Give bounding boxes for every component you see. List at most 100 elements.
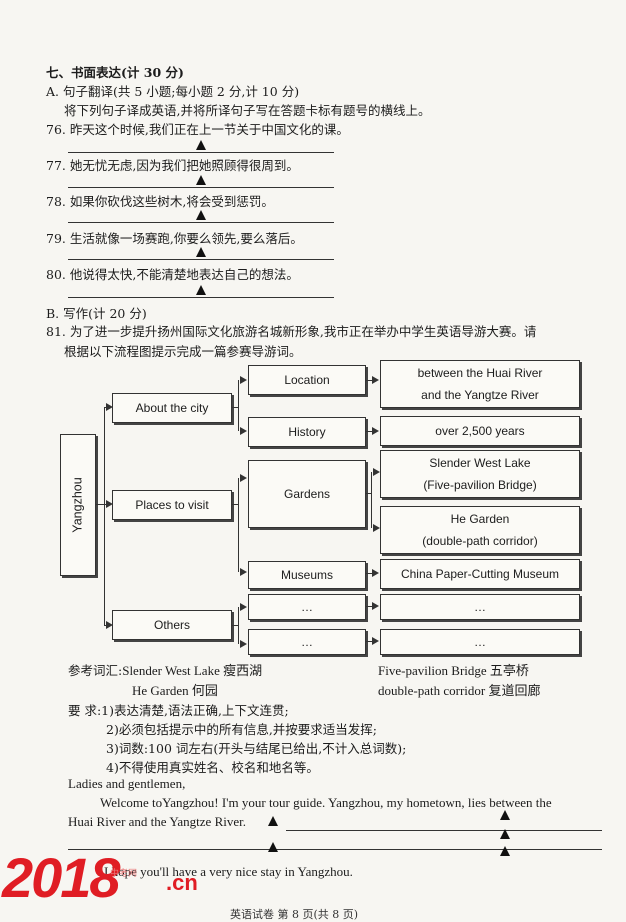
connector [366, 380, 374, 382]
question-text: 如果你砍伐这些树木,将会受到惩罚。 [69, 194, 274, 209]
connector [366, 641, 374, 643]
requirement-3: 3)词数:100 词左右(开头与结尾已给出,不计入总词数); [106, 741, 407, 756]
flow-history: History [248, 417, 366, 447]
answer-line-79[interactable] [68, 259, 334, 260]
essay-line-2: Huai River and the Yangtze River. [68, 814, 246, 829]
flow-others: Others [112, 610, 232, 640]
connector [366, 573, 374, 575]
vocab-label: 参考词汇: [68, 663, 123, 678]
question-text: 为了进一步提升扬州国际文化旅游名城新形象,我市正在举办中学生英语导游大赛。请 [69, 324, 537, 339]
page-footer: 英语试卷 第 8 页(共 8 页) [230, 908, 359, 921]
question-text: 她无忧无虑,因为我们把她照顾得很周到。 [69, 158, 299, 173]
arrow-icon [372, 427, 379, 435]
flow-root: Yangzhou [60, 434, 96, 576]
flow-museums: Museums [248, 561, 366, 589]
essay-line-1: Welcome toYangzhou! I'm your tour guide.… [100, 795, 552, 810]
site-logo-suffix: .cn [166, 870, 198, 895]
flow-gardens: Gardens [248, 460, 366, 528]
question-80: 80. 他说得太快,不能清楚地表达自己的想法。 [46, 264, 299, 283]
answer-marker-icon [196, 175, 206, 185]
part-a-title: A. 句子翻译(共 5 小题;每小题 2 分,计 10 分) [46, 84, 300, 99]
question-81-line2: 根据以下流程图提示完成一篇参赛导游词。 [64, 344, 302, 359]
essay-answer-line[interactable] [286, 830, 602, 831]
question-number: 77. [46, 158, 66, 173]
part-b-title: B. 写作(计 20 分) [46, 306, 147, 321]
connector [366, 431, 374, 433]
question-number: 81. [46, 324, 66, 339]
connector [238, 607, 240, 644]
question-81-line1: 81. 为了进一步提升扬州国际文化旅游名城新形象,我市正在举办中学生英语导游大赛… [46, 321, 536, 340]
answer-marker-icon [268, 842, 278, 852]
arrow-icon [106, 403, 113, 411]
arrow-icon [373, 524, 380, 532]
connector [366, 606, 374, 608]
answer-line-77[interactable] [68, 187, 334, 188]
flow-places-to-visit: Places to visit [112, 490, 232, 520]
connector [371, 472, 373, 528]
flow-garden-2: He Garden (double-path corridor) [380, 506, 580, 554]
vocab-item: Slender West Lake 瘦西湖 [122, 663, 263, 678]
connector [238, 380, 240, 431]
question-78: 78. 如果你砍伐这些树木,将会受到惩罚。 [46, 191, 274, 210]
answer-marker-icon [500, 829, 510, 839]
flow-others-blank-3: … [380, 594, 580, 620]
connector [366, 493, 372, 495]
flow-location-detail: between the Huai River and the Yangtze R… [380, 360, 580, 408]
answer-line-78[interactable] [68, 222, 334, 223]
connector [238, 478, 240, 572]
vocab-item: He Garden 何园 [132, 683, 218, 698]
flow-location-detail-line2: and the Yangtze River [421, 388, 539, 402]
vocab-line-1: 参考词汇:Slender West Lake 瘦西湖 [68, 660, 262, 679]
arrow-icon [106, 621, 113, 629]
vocab-item: double-path corridor 复道回廊 [378, 683, 541, 698]
question-text: 昨天这个时候,我们正在上一节关于中国文化的课。 [69, 122, 349, 137]
arrow-icon [240, 376, 247, 384]
arrow-icon [240, 427, 247, 435]
arrow-icon [372, 602, 379, 610]
answer-marker-icon [196, 210, 206, 220]
vocab-item: Five-pavilion Bridge 五亭桥 [378, 663, 529, 678]
flow-history-detail: over 2,500 years [380, 416, 580, 446]
connector [231, 625, 239, 627]
flow-garden-1: Slender West Lake (Five-pavilion Bridge) [380, 450, 580, 498]
requirement-1: 要 求:1)表达清楚,语法正确,上下文连贯; [68, 703, 289, 718]
flow-garden-2-name: He Garden [450, 512, 510, 526]
question-text: 他说得太快,不能清楚地表达自己的想法。 [69, 267, 299, 282]
question-number: 78. [46, 194, 66, 209]
essay-ending: I hope you'll have a very nice stay in Y… [104, 864, 353, 880]
question-number: 80. [46, 267, 66, 282]
flow-about-city: About the city [112, 393, 232, 423]
question-76: 76. 昨天这个时候,我们正在上一节关于中国文化的课。 [46, 119, 349, 138]
requirement-4: 4)不得使用真实姓名、校名和地名等。 [106, 760, 319, 775]
section-title: 七、书面表达(计 30 分) [46, 65, 184, 80]
flow-garden-2-note: (double-path corridor) [422, 534, 538, 548]
question-number: 79. [46, 231, 66, 246]
question-number: 76. [46, 122, 66, 137]
question-79: 79. 生活就像一场赛跑,你要么领先,要么落后。 [46, 228, 303, 247]
connector [104, 407, 106, 626]
essay-ending-b: have a very nice stay in Yangzhou. [172, 864, 353, 879]
requirement-2: 2)必须包括提示中的所有信息,并按要求适当发挥; [106, 722, 378, 737]
arrow-icon [240, 568, 247, 576]
site-logo: 2018 [2, 846, 121, 909]
flow-garden-1-note: (Five-pavilion Bridge) [423, 478, 537, 492]
answer-line-80[interactable] [68, 297, 334, 298]
essay-answer-line[interactable] [68, 849, 602, 850]
flow-location: Location [248, 365, 366, 395]
answer-marker-icon [196, 247, 206, 257]
flow-others-blank-4: … [380, 629, 580, 655]
flow-museum-detail: China Paper-Cutting Museum [380, 559, 580, 589]
question-77: 77. 她无忧无虑,因为我们把她照顾得很周到。 [46, 155, 299, 174]
connector [95, 504, 105, 506]
answer-marker-icon [268, 816, 278, 826]
connector [231, 407, 239, 409]
flow-location-detail-line1: between the Huai River [417, 366, 543, 380]
essay-greeting: Ladies and gentlemen, [68, 776, 186, 791]
connector [231, 504, 239, 506]
arrow-icon [372, 376, 379, 384]
answer-marker-icon [500, 810, 510, 820]
answer-line-76[interactable] [68, 152, 334, 153]
arrow-icon [240, 640, 247, 648]
arrow-icon [240, 474, 247, 482]
answer-marker-icon [196, 285, 206, 295]
